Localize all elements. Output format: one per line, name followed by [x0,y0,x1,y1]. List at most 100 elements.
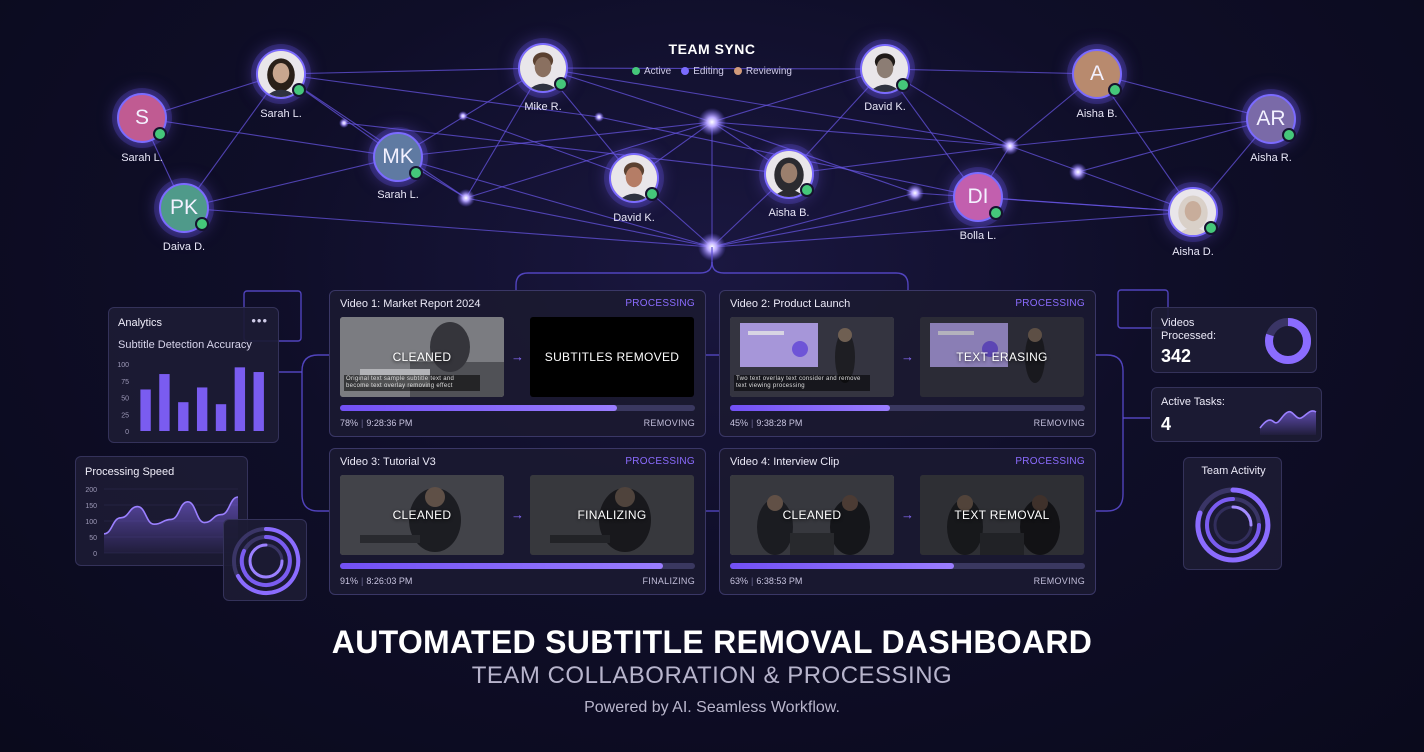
team-member-avatar[interactable]: AR [1246,94,1296,144]
network-link [1009,118,1272,147]
online-status-dot [292,83,306,97]
video-thumbnail-after[interactable]: SUBTITLES REMOVED [530,317,694,397]
ring-gauge-icon [232,526,301,595]
network-link [542,67,886,70]
thumbnail-scene [920,317,1084,397]
y-tick-label: 0 [93,551,97,558]
network-link [397,156,713,248]
progress-bar [730,405,1085,411]
network-link [542,67,1011,147]
network-link [542,67,713,123]
meta-separator: | [361,576,364,586]
progress-fill [340,405,617,411]
online-status-dot [896,78,910,92]
team-member-avatar[interactable] [609,153,659,203]
network-hub-node [698,108,726,136]
progress-fill [730,563,954,569]
thumbnail-scene [730,475,894,555]
avatar-initials: MK [382,145,414,168]
network-link [711,211,1194,248]
video-card[interactable]: Video 2: Product Launch PROCESSING Two tex… [719,290,1096,437]
videos-processed-donut-icon [1265,318,1311,364]
videos-processed-label: Videos Processed: [1161,317,1217,342]
processing-state: REMOVING [1033,418,1085,428]
network-hub-node [458,111,468,121]
team-member-name: Bolla L. [959,230,997,242]
video-thumbnail-before[interactable]: CLEANED [730,475,894,555]
video-thumbnail-after[interactable]: FINALIZING [530,475,694,555]
thumbnail-label: CLEANED [392,350,452,364]
arrow-right-icon: → [901,507,914,522]
team-member-name: Sarah L. [121,152,163,164]
team-member-avatar[interactable] [764,149,814,199]
network-link [884,68,1098,75]
team-member-avatar[interactable] [860,44,910,94]
bar [140,389,151,431]
team-member-avatar[interactable]: S [117,93,167,143]
video-thumbnail-before[interactable]: CLEANED [340,475,504,555]
network-hub-node [339,118,349,128]
team-member-name: Sarah L. [260,108,302,120]
arrow-right-icon: → [511,349,524,364]
network-hub-node [594,112,604,122]
team-member-avatar[interactable] [256,49,306,99]
dashboard-title: AUTOMATED SUBTITLE REMOVAL DASHBOARD [331,624,1093,660]
video-title: Video 4: Interview Clip [730,456,840,468]
team-member-avatar[interactable]: PK [159,183,209,233]
area-fill [104,497,238,553]
network-link [280,73,600,118]
arrow-right-icon: → [901,349,914,364]
team-member-name: Aisha R. [1250,152,1292,164]
online-status-dot [409,166,423,180]
more-horizontal-icon[interactable]: ••• [251,313,268,328]
thumbnail-scene [340,475,504,555]
video-thumbnail-after[interactable]: TEXT ERASING [920,317,1084,397]
team-member-avatar[interactable] [1168,187,1218,237]
team-member-avatar[interactable]: DI [953,172,1003,222]
processing-state: REMOVING [1033,576,1085,586]
ring-gauge-panel [223,519,307,601]
team-member-name: Aisha B. [1076,108,1118,120]
y-tick-label: 75 [121,379,129,386]
arrow-right-icon: → [511,507,524,522]
processing-state: FINALIZING [642,576,695,586]
progress-time: 8:26:03 PM [366,576,413,586]
thumbnail-label: TEXT REMOVAL [954,508,1050,522]
avatar-initials: S [134,106,149,129]
network-link [280,67,544,75]
bar [253,372,264,431]
avatar-initials: AR [1256,107,1286,130]
team-activity-ring-icon [1195,487,1271,563]
team-member-name: Sarah L. [377,189,419,201]
progress-fill [340,563,664,569]
progress-meta: 45%|9:38:28 PM [730,418,802,428]
network-link [183,207,713,248]
network-link [397,121,713,158]
progress-meta: 78%|9:28:36 PM [340,418,412,428]
team-member-name: David K. [613,212,655,224]
team-member-avatar[interactable]: A [1072,49,1122,99]
network-link [183,156,399,209]
video-title: Video 2: Product Launch [730,298,851,310]
active-tasks-value: 4 [1161,414,1172,434]
video-thumbnail-before[interactable]: Two text overlay text consider and remov… [730,317,894,397]
team-member-avatar[interactable]: MK [373,132,423,182]
online-status-dot [1108,83,1122,97]
y-tick-label: 200 [85,487,97,494]
thumbnail-label: SUBTITLES REMOVED [544,350,680,364]
network-hub-node [906,184,924,202]
y-tick-label: 25 [121,412,129,419]
team-member-name: David K. [864,101,906,113]
video-thumbnail-after[interactable]: TEXT REMOVAL [920,475,1084,555]
video-status-badge: PROCESSING [1015,298,1085,309]
team-sync-legend: Active Editing Reviewing [612,66,812,77]
team-member-name: Daiva D. [162,241,206,253]
team-member-avatar[interactable] [518,43,568,93]
dashboard-tagline: Powered by AI. Seamless Workflow. [584,699,840,716]
progress-time: 9:28:36 PM [366,418,413,428]
